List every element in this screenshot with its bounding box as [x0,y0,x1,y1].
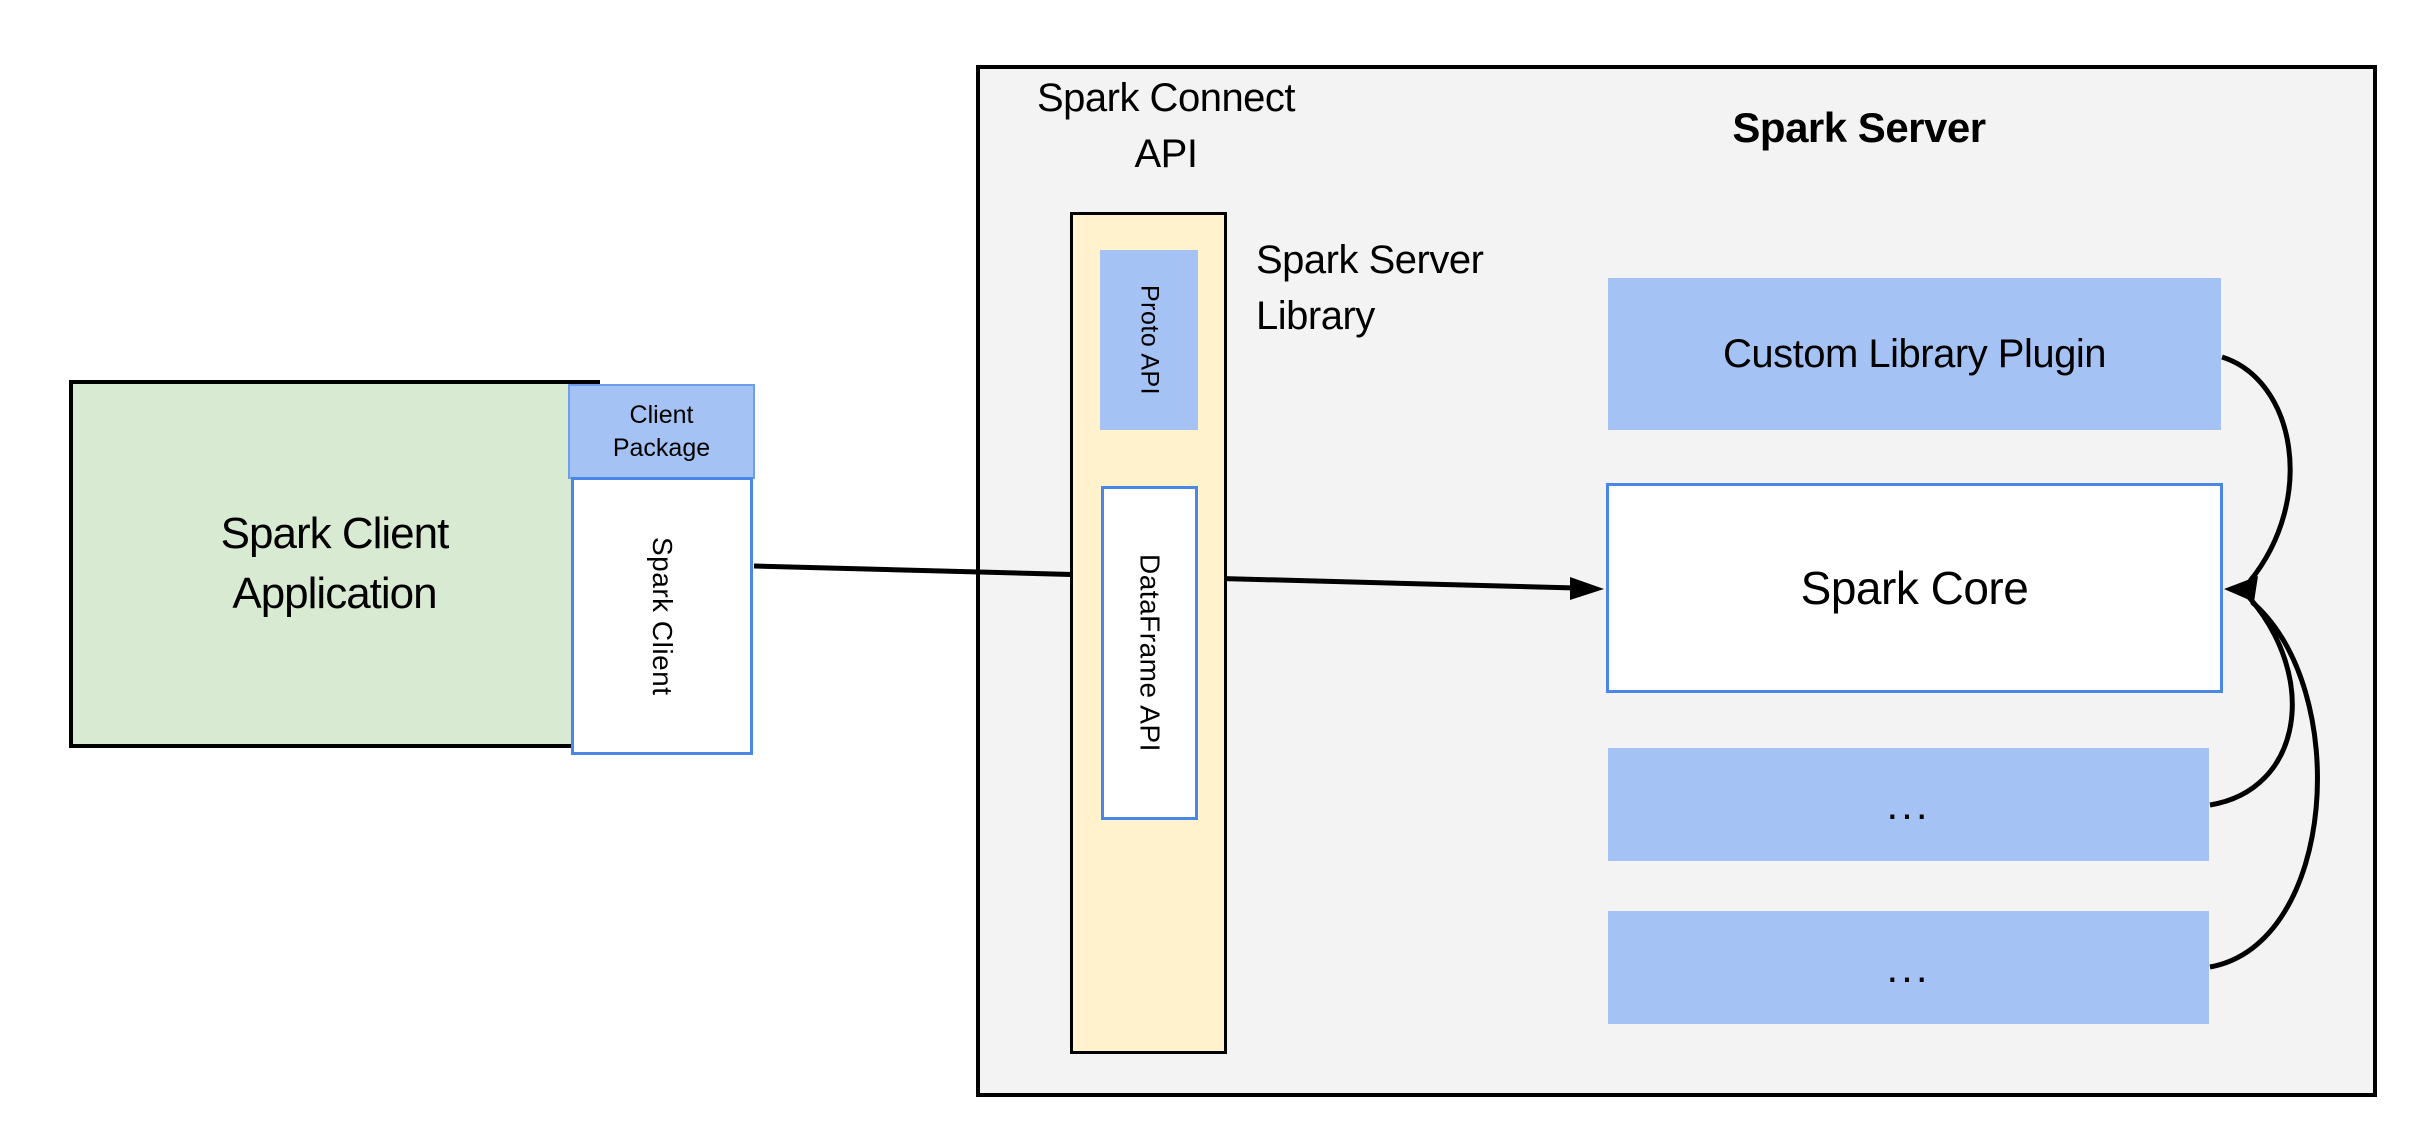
proto-api-label: Proto API [1135,284,1164,396]
custom-library-plugin-box: Custom Library Plugin [1608,278,2221,430]
curve-placeholder1-to-spark-core [2209,594,2295,808]
proto-api-box: Proto API [1100,250,1198,430]
dataframe-api-box: DataFrame API [1101,486,1198,820]
dataframe-api-label: DataFrame API [1134,554,1166,752]
curve-placeholder2-to-spark-core [2209,600,2320,970]
spark-client-box: Spark Client [571,477,753,755]
spark-server-heading: Spark Server [1732,104,1986,151]
curve-plugin-to-spark-core [2221,354,2293,583]
plugin-placeholder-box-2: ... [1608,911,2209,1024]
spark-client-application-box [69,380,600,748]
spark-client-label: Spark Client [647,536,678,696]
client-package-box: Client Package [568,384,755,479]
plugin-placeholder-box-1: ... [1608,748,2209,861]
spark-server-library-label: Spark Server Library [1256,238,1484,338]
arrowhead-into-spark-core [2224,576,2258,602]
spark-connect-api-heading: Spark Connect API [1036,76,1296,176]
spark-client-application-label: Spark Client Application [220,509,450,618]
spark-core-box: Spark Core [1606,483,2223,693]
